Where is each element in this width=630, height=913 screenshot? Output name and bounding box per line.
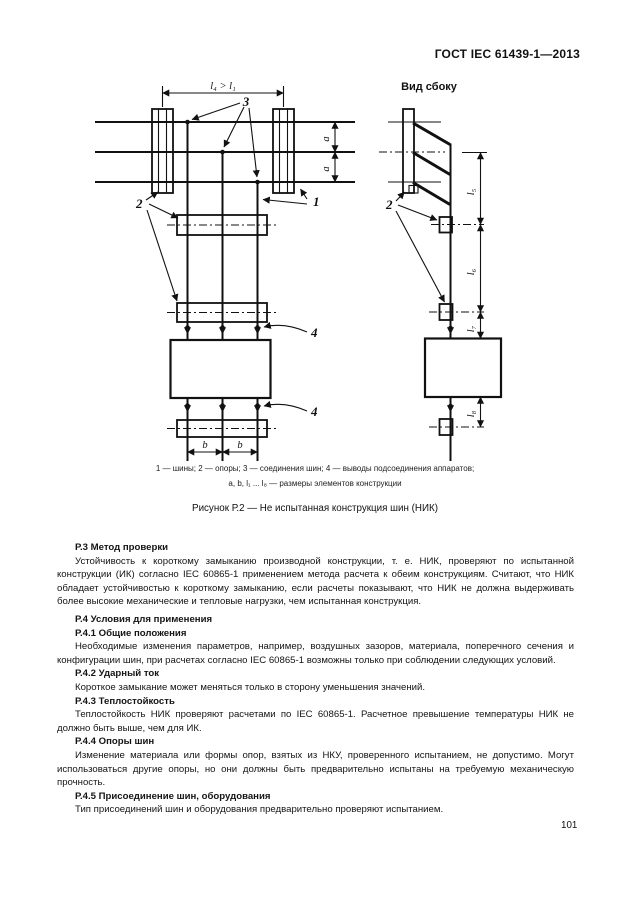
front-terminals-top: 4 (183, 321, 318, 340)
section-heading-p41: Р.4.1 Общие положения (75, 627, 187, 639)
section-heading-p43: Р.4.3 Теплостойкость (75, 695, 175, 707)
side-view: Вид сбоку (379, 81, 503, 461)
dim-label-b-2: b (237, 440, 242, 451)
dimension-chain-side: l₅ l₆ l₇ l₈ (462, 151, 501, 428)
section-heading-p45: Р.4.5 Присоединение шин, оборудования (75, 790, 271, 802)
page-number: 101 (561, 820, 578, 831)
front-view: l₄ > l₁ a a 3 1 (95, 81, 355, 461)
figure-drawing: l₄ > l₁ a a 3 1 (95, 81, 503, 461)
dim-label-l5: l₅ (466, 188, 477, 195)
side-bracket-3 (429, 418, 484, 436)
front-busbars (95, 121, 355, 183)
side-view-title: Вид сбоку (401, 81, 458, 93)
section-paragraph: Теплостойкость НИК проверяют расчетами п… (57, 709, 574, 734)
callout-4-terminals-bottom: 4 (310, 404, 318, 419)
callout-supports-side: 2 (385, 191, 445, 303)
dim-label-l4-l1: l₄ > l₁ (210, 81, 235, 92)
dim-label-b-1: b (202, 440, 207, 451)
callout-2-supports-side: 2 (385, 197, 393, 212)
callout-1-busbars: 1 (313, 194, 320, 209)
section-paragraph: Необходимые изменения параметров, наприм… (57, 641, 574, 666)
section-paragraph: Короткое замыкание может меняться только… (75, 681, 426, 693)
dim-label-l8: l₈ (466, 410, 477, 417)
legend-line-1: 1 — шины; 2 — опоры; 3 — соединения шин;… (155, 464, 475, 473)
side-bracket-1 (431, 216, 484, 234)
section-paragraph: Устойчивость к короткому замыканию произ… (57, 555, 574, 608)
callout-4-terminals-top: 4 (310, 325, 318, 340)
front-right-support (272, 108, 295, 194)
side-terminals (446, 325, 455, 413)
front-upper-cross-support (167, 214, 277, 236)
dim-label-a-2: a (321, 166, 332, 171)
front-bottom-cross-support (167, 419, 277, 438)
side-busbar-stubs (379, 121, 445, 183)
callout-supports-front: 2 (135, 191, 179, 302)
dim-label-a-1: a (321, 136, 332, 141)
figure-legend: 1 — шины; 2 — опоры; 3 — соединения шин;… (0, 462, 630, 491)
section-paragraph: Изменение материала или формы опор, взят… (57, 749, 574, 789)
side-apparatus-box (423, 337, 503, 399)
section-heading-p4: Р.4 Условия для применения (75, 613, 213, 625)
front-terminals-bottom: 4 (183, 400, 318, 419)
section-paragraph: Тип присоединений шин и оборудования пре… (75, 804, 444, 816)
dimension-l4-l1: l₄ > l₁ (161, 81, 285, 107)
body-text: Р.3 Метод проверки Устойчивость к коротк… (57, 541, 574, 817)
dim-label-l7: l₇ (466, 325, 477, 332)
dim-label-l6: l₆ (466, 268, 477, 275)
front-left-support (151, 108, 174, 194)
front-lower-cross-support (167, 302, 277, 323)
side-busbar-bends (412, 121, 451, 206)
callout-3-joints: 3 (242, 94, 250, 109)
side-support (402, 108, 419, 194)
side-bracket-2 (429, 303, 484, 321)
section-heading-p3: Р.3 Метод проверки (75, 542, 169, 553)
section-heading-p44: Р.4.4 Опоры шин (75, 736, 155, 748)
busbar-joints: 3 (185, 94, 260, 185)
dimension-b: b b (187, 440, 258, 456)
legend-line-2: a, b, l₁ ... l₈ — размеры элементов конс… (228, 478, 402, 488)
callout-2-supports: 2 (135, 196, 143, 211)
document-header: ГОСТ IEC 61439-1—2013 (434, 47, 580, 61)
dimension-a: a a (321, 121, 339, 183)
section-heading-p42: Р.4.2 Ударный ток (75, 668, 160, 680)
front-apparatus-box (169, 338, 272, 400)
callout-busbars: 1 (262, 188, 320, 209)
figure-caption: Рисунок Р.2 — Не испытанная конструкция … (192, 503, 438, 514)
